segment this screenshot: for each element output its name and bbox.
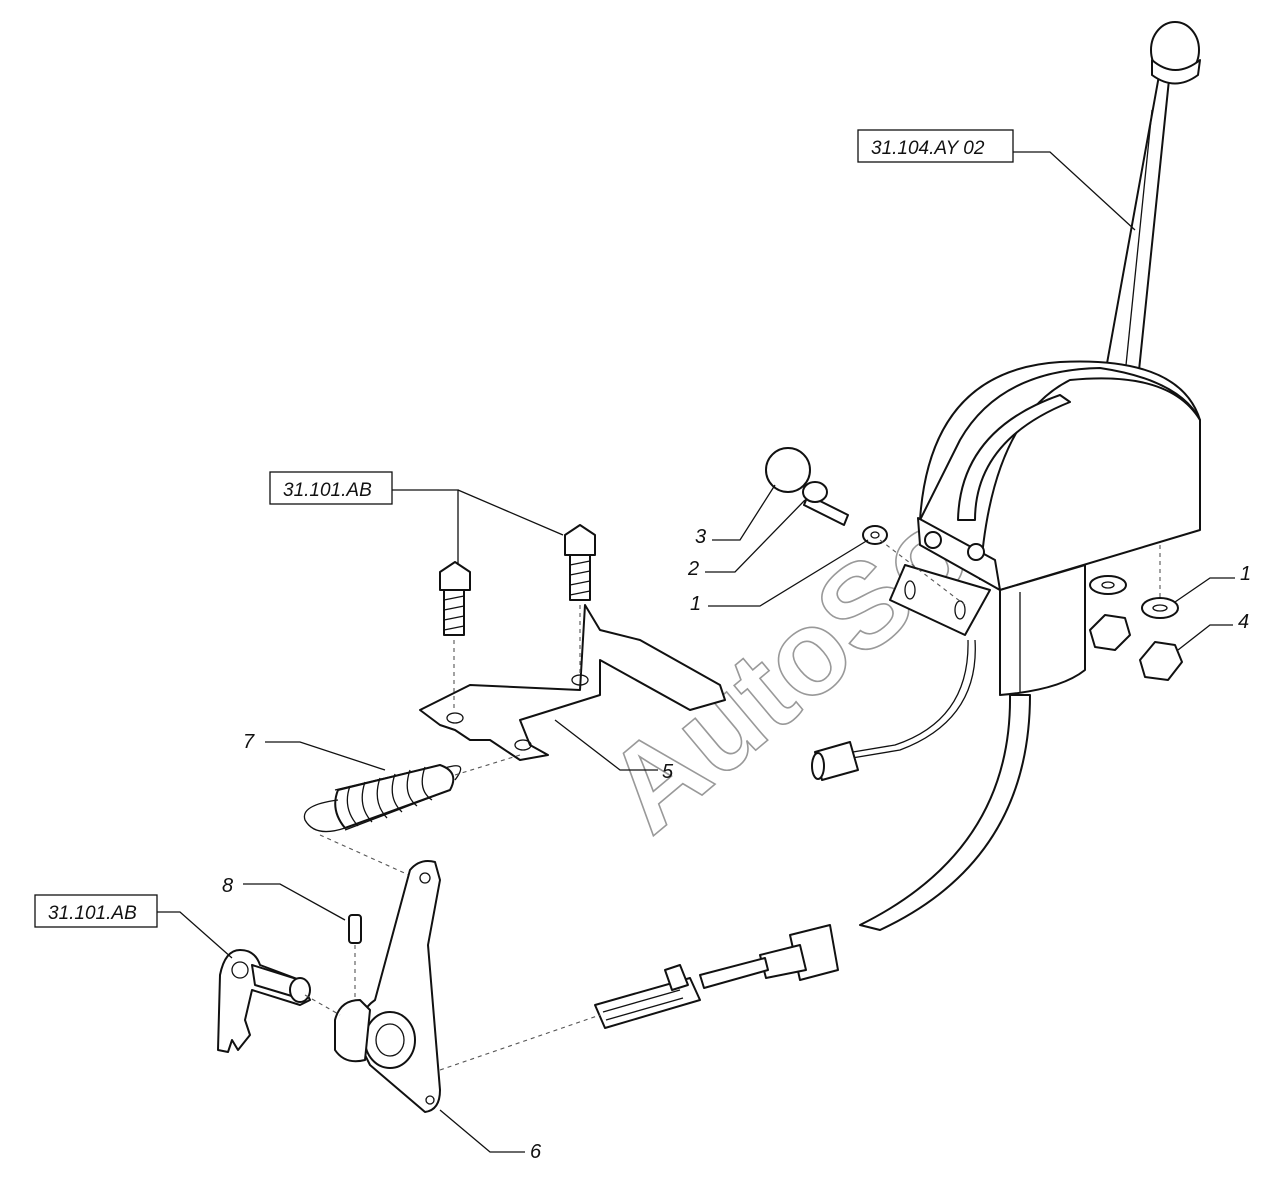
washers-nuts-right [1089, 545, 1183, 681]
callout-5: 5 [554, 719, 674, 783]
bolts [439, 524, 596, 712]
callout-1-right: 1 [1174, 563, 1251, 603]
pin [348, 914, 362, 1000]
callout-1-left: 1 [690, 539, 869, 615]
lever-arm [334, 860, 601, 1113]
bracket-plate [419, 604, 726, 761]
callout-8: 8 [222, 875, 346, 921]
callout-3: 3 [695, 484, 776, 548]
callout-7-label: 7 [243, 731, 255, 753]
shift-lever-assembly [811, 21, 1201, 931]
ref-box-bolts: 31.101.AB [269, 471, 564, 565]
tension-spring [303, 754, 521, 881]
callout-1-left-label: 1 [690, 593, 701, 615]
callout-3-label: 3 [695, 526, 706, 548]
callout-7: 7 [243, 731, 386, 771]
callout-2: 2 [687, 499, 806, 580]
ref-label-bolts: 31.101.AB [283, 480, 372, 501]
ref-label-pin: 31.101.AB [48, 903, 137, 924]
callout-4-label: 4 [1238, 611, 1249, 633]
callout-2-label: 2 [687, 558, 699, 580]
callout-1-right-label: 1 [1240, 563, 1251, 585]
callout-6-label: 6 [530, 1141, 542, 1163]
callout-5-label: 5 [662, 761, 674, 783]
ref-label-lever: 31.104.AY 02 [871, 138, 985, 159]
bolt-ball-washer [765, 447, 966, 606]
pivot-pin [217, 949, 341, 1053]
callout-4: 4 [1177, 611, 1249, 651]
callout-8-label: 8 [222, 875, 233, 897]
cable-end [594, 924, 839, 1029]
ref-box-pin: 31.101.AB [34, 894, 233, 959]
callout-6: 6 [439, 1109, 542, 1163]
ref-box-lever: 31.104.AY 02 [857, 129, 1136, 231]
